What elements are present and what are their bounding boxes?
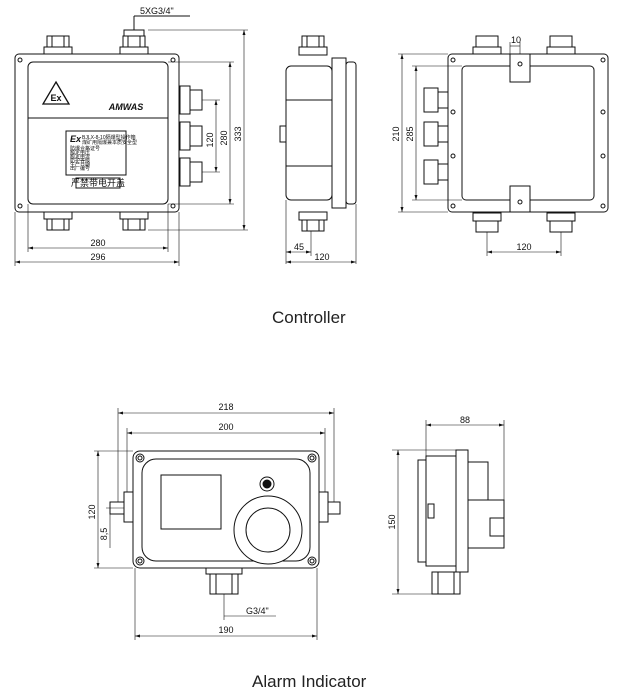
ex-warning-icon: Ex bbox=[41, 80, 71, 105]
dim-210-back: 210 bbox=[391, 126, 401, 141]
alarm-front-view: 218 200 120 8,5 G3/4" 190 bbox=[87, 402, 341, 640]
dim-150: 150 bbox=[387, 514, 397, 529]
nameplate-ex: Ex bbox=[70, 134, 82, 144]
ex-mark-text: Ex bbox=[50, 93, 61, 103]
dim-120-height: 120 bbox=[205, 132, 215, 147]
dim-200: 200 bbox=[218, 422, 233, 432]
nameplate: Ex BJLX-8-10隔爆型操作箱 煤矿用隔爆兼本质安全型 防爆合格证号 额定… bbox=[65, 130, 137, 176]
dim-280-height: 280 bbox=[219, 130, 229, 145]
controller-caption: Controller bbox=[272, 308, 346, 327]
nameplate-line-7: 出厂编号 bbox=[70, 165, 90, 172]
nameplate-line-5: 防护等级 bbox=[70, 157, 90, 164]
dim-thread-alarm: G3/4" bbox=[246, 606, 269, 616]
nameplate-line-1: 煤矿用隔爆兼本质安全型 bbox=[82, 139, 137, 146]
dim-190: 190 bbox=[218, 625, 233, 635]
warning-label: 严禁带电开盖 bbox=[71, 177, 125, 188]
dim-thread-controller: 5XG3/4" bbox=[140, 6, 174, 16]
controller-front-view: Ex AMWAS Ex BJLX-8-10隔爆型操作箱 煤矿用隔爆兼本质安全型 … bbox=[14, 6, 248, 266]
nameplate-line-4: 额定电流 bbox=[70, 153, 90, 160]
dim-10-back: 10 bbox=[511, 35, 521, 45]
nameplate-line-3: 额定电压 bbox=[70, 149, 90, 156]
dim-120-back: 120 bbox=[516, 242, 531, 252]
dim-218: 218 bbox=[218, 402, 233, 412]
nameplate-title: BJLX-8-10隔爆型操作箱 bbox=[82, 134, 136, 141]
alarm-side-view: 88 150 bbox=[387, 415, 505, 595]
nameplate-line-2: 防爆合格证号 bbox=[70, 145, 100, 152]
dim-120-alarm: 120 bbox=[87, 504, 97, 519]
dim-280-width: 280 bbox=[90, 238, 105, 248]
controller-side-view: 45 120 bbox=[279, 35, 357, 264]
dim-296-width: 296 bbox=[90, 252, 105, 262]
dim-45-side: 45 bbox=[294, 242, 304, 252]
dim-8-5: 8,5 bbox=[99, 528, 109, 541]
brand-logo: AMWAS bbox=[108, 102, 144, 112]
right-glands bbox=[179, 85, 203, 187]
bottom-gland-right bbox=[119, 211, 149, 231]
nameplate-line-6: 生产日期 bbox=[70, 161, 90, 168]
top-gland-right bbox=[119, 29, 149, 55]
controller-back-view: 10 210 285 120 bbox=[391, 35, 609, 256]
dim-88: 88 bbox=[460, 415, 470, 425]
dim-333-height: 333 bbox=[233, 126, 243, 141]
top-gland-left bbox=[43, 35, 73, 55]
bottom-gland-left bbox=[43, 211, 73, 231]
alarm-indicator-caption: Alarm Indicator bbox=[252, 672, 367, 691]
dim-120-side: 120 bbox=[314, 252, 329, 262]
dim-285-back: 285 bbox=[405, 126, 415, 141]
